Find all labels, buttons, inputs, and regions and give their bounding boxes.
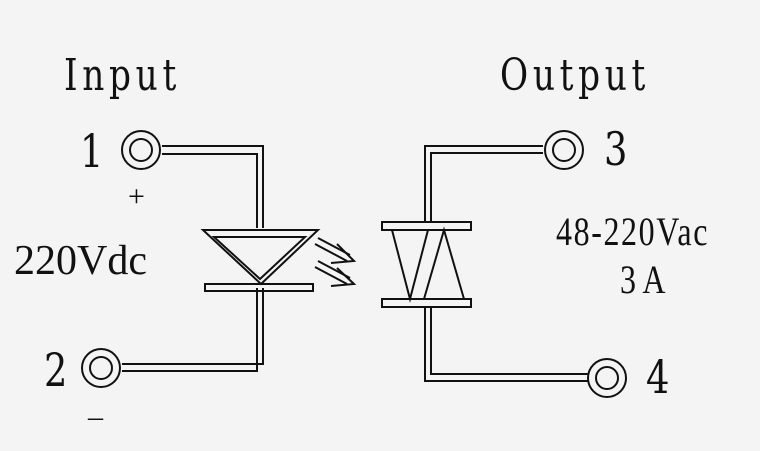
led-diode-symbol: [200, 229, 321, 292]
input-title: Input: [64, 50, 181, 101]
positive-sign: +: [128, 180, 145, 213]
output-terminal-4[interactable]: [587, 358, 627, 398]
input-pin-2-label: 2: [44, 343, 68, 397]
output-terminal-3[interactable]: [544, 130, 584, 170]
input-terminal-1[interactable]: [121, 130, 161, 170]
output-current-rating: 3A: [620, 257, 672, 302]
negative-sign: _: [88, 390, 103, 423]
output-voltage-range: 48-220Vac: [556, 209, 710, 254]
output-title: Output: [500, 50, 650, 101]
output-wire-top: [424, 145, 543, 222]
output-pin-4-label: 4: [646, 350, 670, 404]
input-pin-1-label: 1: [80, 124, 104, 178]
input-voltage-label: 220Vdc: [14, 238, 147, 284]
input-wire-bottom: [122, 288, 264, 372]
output-wire-bottom: [424, 306, 588, 382]
input-wire-top: [162, 145, 264, 228]
output-pin-3-label: 3: [604, 122, 628, 176]
input-terminal-2[interactable]: [81, 348, 121, 388]
triac-symbol: [381, 221, 472, 308]
light-emission-arrows: [314, 237, 357, 287]
